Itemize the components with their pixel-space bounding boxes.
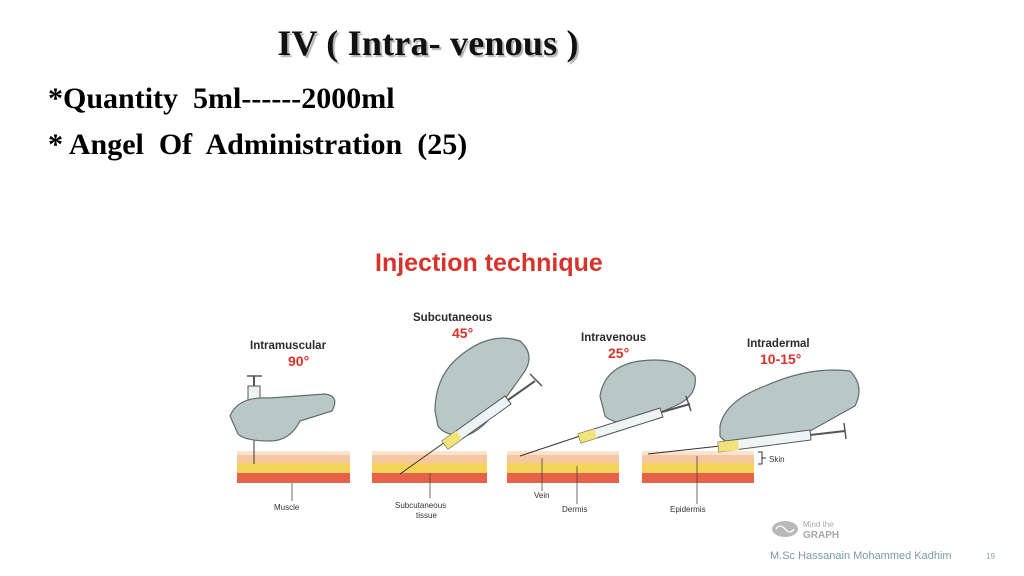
skin-bracket bbox=[758, 451, 766, 465]
layer-label-skin: Skin bbox=[769, 455, 785, 464]
skin-block-intravenous bbox=[507, 451, 619, 483]
method-angle-intradermal: 10-15° bbox=[760, 351, 801, 367]
footer-author: M.Sc Hassanain Mohammed Kadhim bbox=[770, 550, 952, 562]
skin-block-intramuscular bbox=[237, 451, 350, 483]
method-angle-intravenous: 25° bbox=[608, 345, 629, 361]
layer-label-subcutaneous-2: tissue bbox=[416, 511, 437, 520]
bullet-quantity: *Quantity 5ml------2000ml bbox=[48, 82, 395, 115]
injection-technique-figure: Injection technique Intramuscular 90° Su… bbox=[220, 236, 870, 546]
method-name-intradermal: Intradermal bbox=[747, 338, 810, 350]
layer-label-muscle: Muscle bbox=[274, 503, 300, 512]
method-name-intramuscular: Intramuscular bbox=[250, 340, 327, 352]
bullet-angle: * Angel Of Administration (25) bbox=[48, 128, 468, 161]
skin-block-subcutaneous bbox=[372, 451, 487, 483]
layer-label-epidermis: Epidermis bbox=[670, 505, 706, 514]
method-name-subcutaneous: Subcutaneous bbox=[413, 312, 492, 324]
method-name-intravenous: Intravenous bbox=[581, 332, 646, 344]
page-number: 19 bbox=[986, 552, 995, 561]
syringe-intradermal-icon bbox=[647, 422, 847, 455]
svg-text:GRAPH: GRAPH bbox=[803, 530, 839, 541]
layer-label-dermis: Dermis bbox=[562, 505, 587, 514]
syringe-intravenous-icon bbox=[519, 395, 692, 457]
slide-title: IV ( Intra- venous ) bbox=[277, 23, 579, 63]
mind-the-graph-logo: Mind the GRAPH bbox=[772, 520, 839, 541]
syringe-subcutaneous-icon bbox=[399, 373, 543, 475]
figure-heading: Injection technique bbox=[375, 249, 603, 277]
layer-label-vein: Vein bbox=[534, 491, 550, 500]
glove-intramuscular-icon bbox=[229, 393, 336, 442]
method-angle-subcutaneous: 45° bbox=[452, 325, 473, 341]
skin-block-intradermal bbox=[642, 451, 754, 483]
svg-text:Mind the: Mind the bbox=[803, 520, 834, 529]
method-angle-intramuscular: 90° bbox=[288, 353, 309, 369]
layer-label-subcutaneous-1: Subcutaneous bbox=[395, 501, 446, 510]
